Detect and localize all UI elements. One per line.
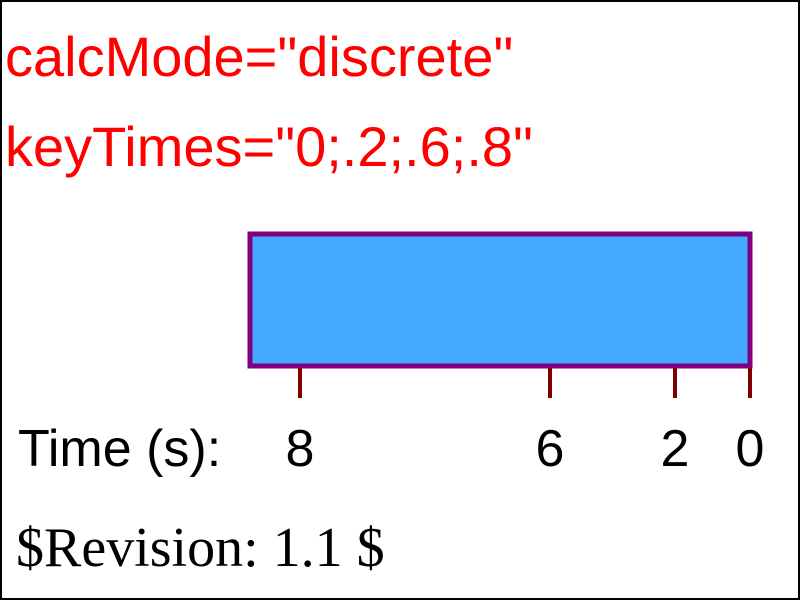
animated-bar xyxy=(247,231,753,369)
revision-text: $Revision: 1.1 $ xyxy=(16,517,385,579)
time-ticks xyxy=(298,368,752,398)
time-axis-label: Time (s): xyxy=(18,420,221,478)
calc-mode-line: calcMode="discrete" xyxy=(5,25,513,88)
key-times-line: keyTimes="0;.2;.6;.8" xyxy=(5,115,533,178)
tick-label-6: 6 xyxy=(536,420,565,478)
tick-label-8: 8 xyxy=(286,420,315,478)
tick-label-2: 2 xyxy=(661,420,690,478)
tick-label-0: 0 xyxy=(736,420,765,478)
